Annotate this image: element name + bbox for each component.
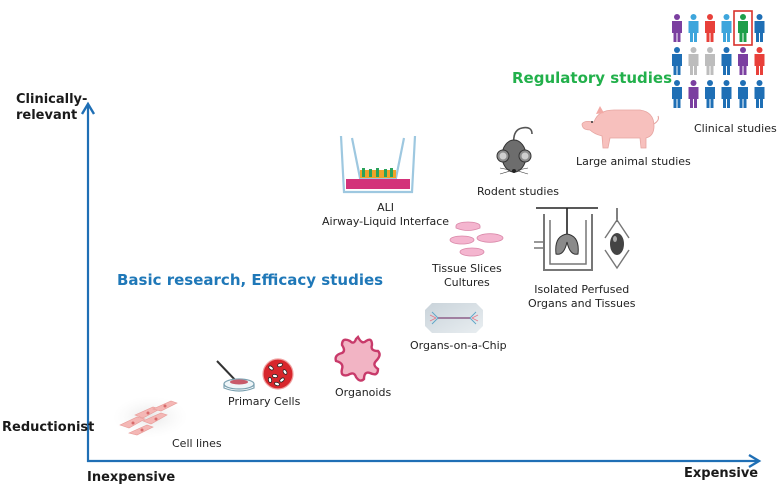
organoid-icon bbox=[334, 334, 381, 382]
perfused-organ-apparatus-icon bbox=[534, 207, 598, 271]
person-icon bbox=[754, 47, 765, 75]
tissue-slices-label: Tissue Slices Cultures bbox=[432, 262, 502, 290]
organ-on-chip-icon bbox=[425, 303, 483, 333]
isolated-perfused-label-line1: Isolated Perfused bbox=[534, 283, 630, 296]
perfused-eye-icon bbox=[604, 208, 630, 270]
person-icon bbox=[672, 14, 682, 42]
highlight-box bbox=[733, 10, 753, 46]
person-icon bbox=[721, 47, 732, 75]
organoids-label: Organoids bbox=[335, 386, 392, 399]
people-grid-svg bbox=[672, 10, 765, 108]
ali-transwell-icon bbox=[339, 135, 417, 194]
clinical-people-grid bbox=[668, 10, 780, 112]
cell-lines-icon bbox=[114, 397, 186, 437]
person-icon bbox=[705, 80, 715, 108]
person-icon bbox=[672, 80, 682, 108]
ali-label: ALI Airway-Liquid Interface bbox=[322, 201, 449, 229]
person-icon bbox=[738, 47, 748, 75]
region-label-basic-research: Basic research, Efficacy studies bbox=[117, 271, 384, 289]
y-axis-top-label: Clinically- relevant bbox=[16, 92, 87, 124]
y-axis-top-label-line1: Clinically- bbox=[16, 92, 88, 107]
primary-cells-icon bbox=[262, 358, 294, 390]
tissue-slices-label-line2: Cultures bbox=[444, 276, 490, 289]
organs-on-chip-label: Organs-on-a-Chip bbox=[410, 339, 507, 352]
person-icon bbox=[688, 80, 699, 108]
person-icon bbox=[738, 80, 748, 108]
clinical-studies-label: Clinical studies bbox=[694, 122, 777, 135]
y-axis-top-label-line2: relevant bbox=[16, 108, 78, 123]
x-axis-left-label: Inexpensive bbox=[87, 470, 176, 485]
isolated-perfused-label-line2: Organs and Tissues bbox=[528, 297, 636, 310]
mouse-icon bbox=[496, 126, 533, 175]
cell-lines-label: Cell lines bbox=[172, 437, 222, 450]
tissue-slices-icon bbox=[449, 221, 504, 257]
tissue-slices-label-line1: Tissue Slices bbox=[432, 262, 502, 275]
person-icon bbox=[688, 47, 699, 75]
person-icon bbox=[721, 14, 732, 42]
isolated-perfused-label: Isolated Perfused Organs and Tissues bbox=[528, 283, 635, 311]
person-icon bbox=[738, 14, 748, 42]
primary-cells-label: Primary Cells bbox=[228, 395, 301, 408]
person-icon bbox=[754, 14, 765, 42]
person-icon bbox=[688, 14, 699, 42]
y-axis-bottom-label: Reductionist bbox=[2, 420, 95, 435]
ali-label-line1: ALI bbox=[377, 201, 394, 214]
person-icon bbox=[672, 47, 682, 75]
y-axis-arrowhead bbox=[80, 101, 96, 115]
person-icon bbox=[705, 47, 715, 75]
person-icon bbox=[705, 14, 715, 42]
large-animal-label: Large animal studies bbox=[576, 155, 691, 168]
ali-label-line2: Airway-Liquid Interface bbox=[322, 215, 450, 228]
person-icon bbox=[754, 80, 765, 108]
region-label-regulatory: Regulatory studies bbox=[512, 69, 673, 87]
pig-icon bbox=[581, 106, 659, 149]
x-axis-arrowhead bbox=[748, 453, 762, 469]
petri-dish-icon bbox=[216, 360, 255, 392]
person-icon bbox=[721, 80, 732, 108]
rodent-studies-label: Rodent studies bbox=[477, 185, 559, 198]
x-axis-right-label: Expensive bbox=[684, 466, 759, 481]
